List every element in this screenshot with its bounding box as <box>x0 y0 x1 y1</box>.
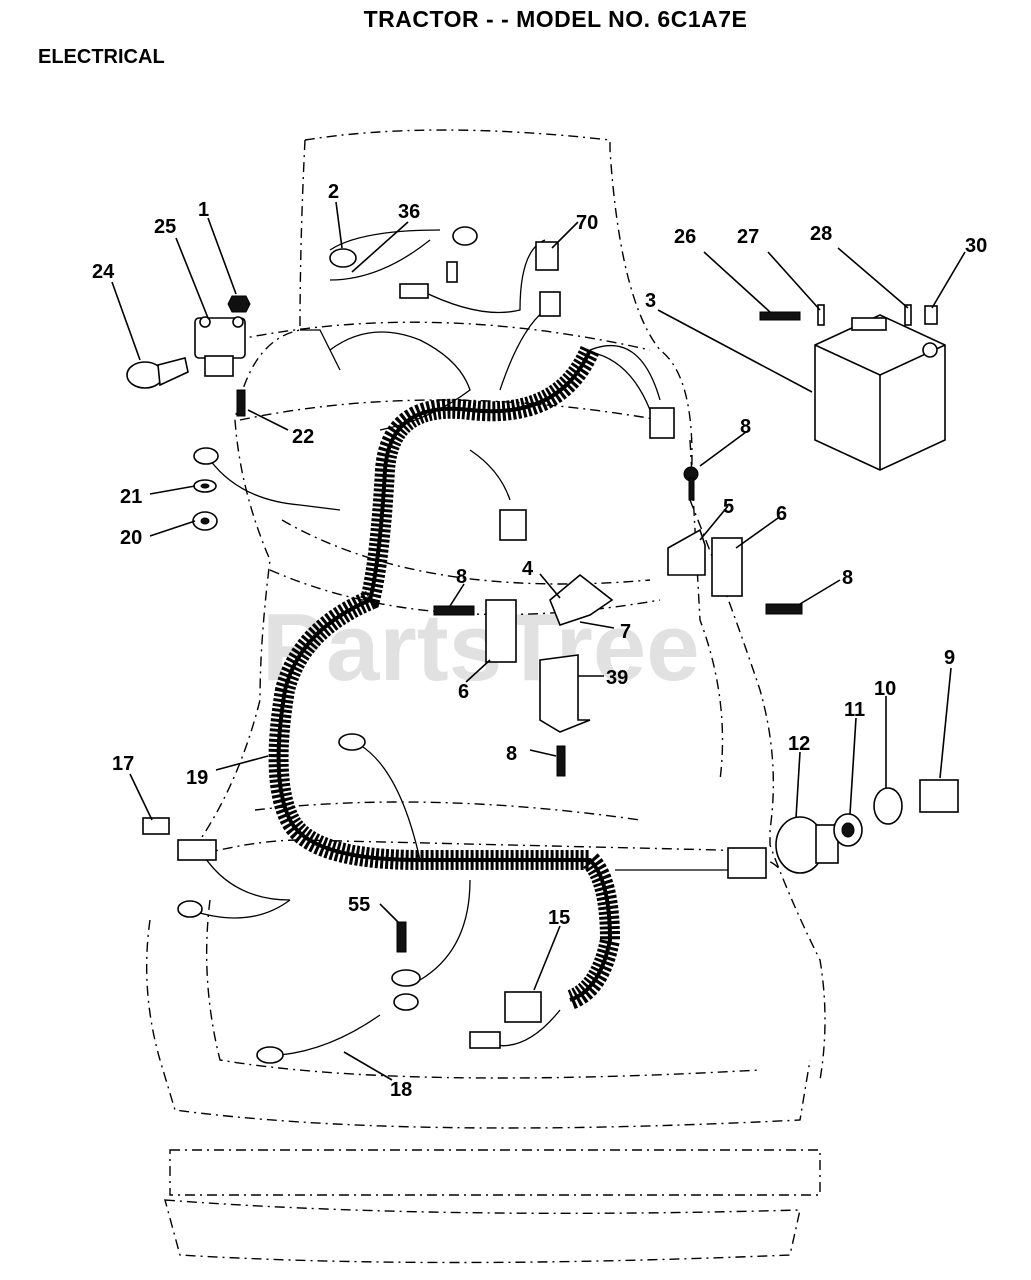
ring-terminal-18 <box>256 1046 284 1064</box>
section-title: ELECTRICAL <box>38 46 165 68</box>
callout-12: 12 <box>788 733 810 755</box>
washer-28 <box>904 304 912 326</box>
callout-26: 26 <box>674 226 696 248</box>
callout-4: 4 <box>522 558 534 580</box>
connector-70 <box>535 241 559 271</box>
seat-switch-15 <box>504 991 542 1023</box>
callout-25: 25 <box>154 216 176 238</box>
key-9 <box>919 779 959 813</box>
page-title: TRACTOR - - MODEL NO. 6C1A7E <box>363 6 748 32</box>
callout-2: 2 <box>328 181 339 203</box>
ring-terminal-ground-2 <box>393 993 419 1011</box>
bolt-8-center <box>433 605 475 616</box>
callout-28: 28 <box>810 223 832 245</box>
callout-30: 30 <box>965 235 987 257</box>
nut-1 <box>227 295 251 313</box>
callout-18: 18 <box>390 1079 412 1101</box>
bolt-22 <box>236 389 246 417</box>
boot-24 <box>126 357 189 389</box>
bolt-8-upper <box>683 466 699 501</box>
callout-6-center: 6 <box>458 681 469 703</box>
connector-lower <box>469 1031 501 1049</box>
nut-11 <box>833 813 863 847</box>
callout-8-center: 8 <box>456 566 467 588</box>
callout-17: 17 <box>112 753 134 775</box>
bracket-39 <box>539 654 591 733</box>
callout-3: 3 <box>645 290 656 312</box>
connector-upper-right <box>649 407 675 439</box>
pin <box>446 261 458 283</box>
callout-10: 10 <box>874 678 896 700</box>
callout-39: 39 <box>606 667 628 689</box>
bezel-10 <box>873 787 903 825</box>
ring-terminal-left <box>177 900 203 918</box>
callout-7: 7 <box>620 621 631 643</box>
fuse-17 <box>142 817 170 835</box>
ring-terminal-2 <box>329 248 357 268</box>
callout-6-right: 6 <box>776 503 787 525</box>
bolt-8-right <box>765 603 803 615</box>
callout-22: 22 <box>292 426 314 448</box>
callout-9: 9 <box>944 647 955 669</box>
bolt-55 <box>396 921 407 953</box>
callout-24: 24 <box>92 261 115 283</box>
fuse-holder <box>177 839 217 861</box>
callout-5: 5 <box>723 496 734 518</box>
callout-55: 55 <box>348 894 370 916</box>
watermark: PartsTree <box>262 594 700 701</box>
wires <box>189 229 750 1056</box>
bracket-4 <box>549 573 614 626</box>
washer-27 <box>817 304 825 326</box>
leader-lines <box>111 201 966 1081</box>
callout-15: 15 <box>548 907 570 929</box>
ring-terminal-top <box>338 733 366 751</box>
connector-key-switch <box>727 847 767 879</box>
callout-20: 20 <box>120 527 142 549</box>
callout-1: 1 <box>198 199 209 221</box>
coiled-wire-harness <box>268 345 621 1010</box>
terminal-ring <box>193 447 219 465</box>
connector-small <box>539 291 561 317</box>
callout-8-right: 8 <box>842 567 853 589</box>
nut-20 <box>192 511 218 531</box>
nut-30 <box>924 305 938 325</box>
tractor-outline <box>145 129 826 1264</box>
callout-8-upper: 8 <box>740 416 751 438</box>
callout-70: 70 <box>576 212 598 234</box>
callout-11: 11 <box>844 699 865 721</box>
washer-21 <box>193 479 217 493</box>
solenoid-25 <box>194 316 246 377</box>
callout-21: 21 <box>120 486 142 508</box>
bolt-8-lower <box>556 745 566 777</box>
plug <box>399 283 429 299</box>
ring-terminal-36 <box>452 226 478 246</box>
ring-terminal-ground <box>391 969 421 987</box>
callout-numbers: 1 25 24 22 21 20 2 36 70 3 26 27 28 30 8… <box>92 181 987 1101</box>
battery-bolt-26 <box>759 311 801 321</box>
connector-center <box>499 509 527 541</box>
switch-6-center <box>485 599 517 663</box>
callout-8-lower: 8 <box>506 743 517 765</box>
battery-3 <box>814 314 946 471</box>
callout-19: 19 <box>186 767 208 789</box>
callout-36: 36 <box>398 201 420 223</box>
callout-27: 27 <box>737 226 759 248</box>
bracket-5 <box>667 528 706 576</box>
key-switch-12 <box>775 816 839 874</box>
